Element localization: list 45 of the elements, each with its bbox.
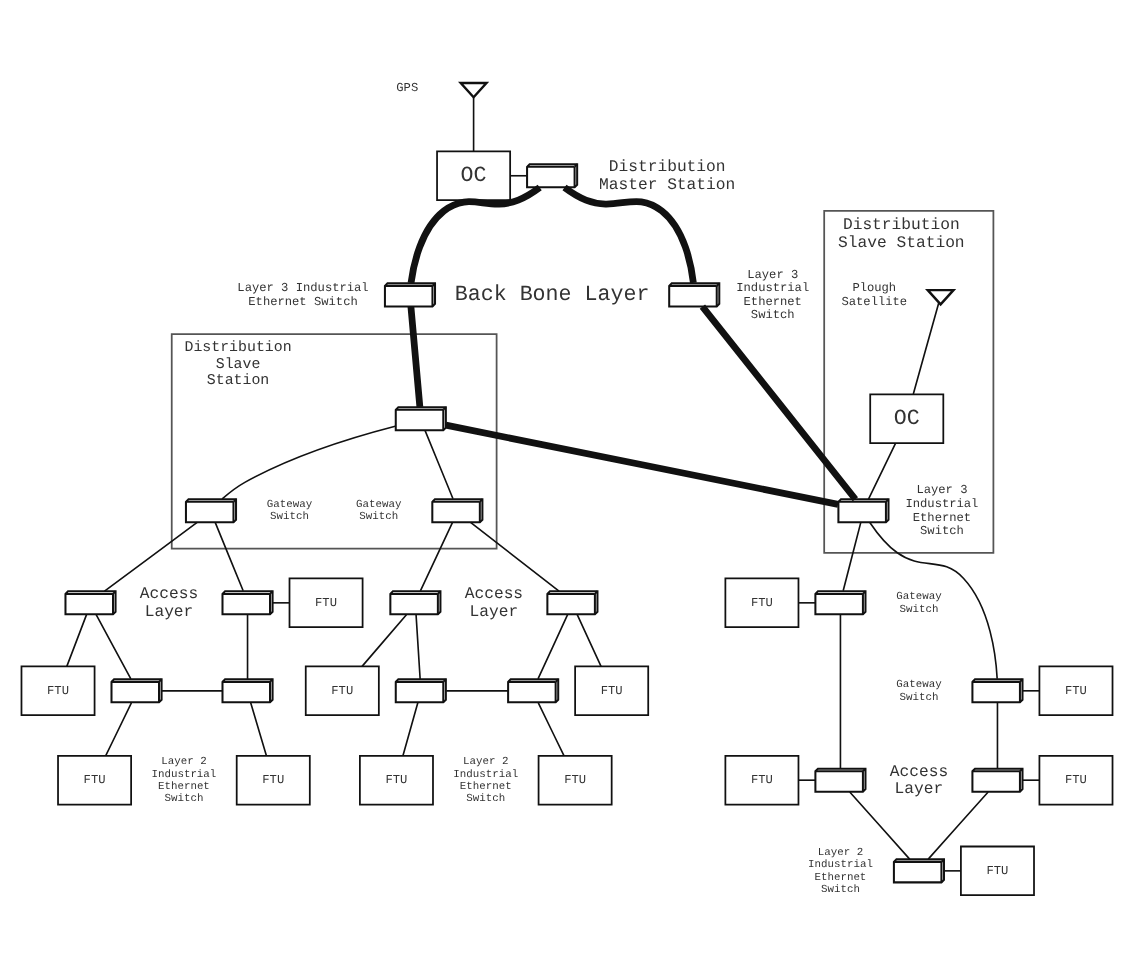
node-box: OC: [869, 393, 945, 444]
connector: [912, 301, 940, 395]
connector: [576, 613, 602, 668]
node-box: OC: [436, 150, 512, 201]
connector: [537, 613, 569, 680]
connector: [66, 613, 88, 668]
connector: [415, 613, 421, 680]
connector: [361, 613, 408, 668]
connector: [927, 791, 989, 860]
connector: [537, 702, 565, 757]
connector: [221, 425, 396, 500]
connector: [445, 421, 839, 508]
connector: [797, 779, 816, 781]
connector: [402, 702, 419, 757]
connector: [104, 702, 133, 757]
connector: [95, 613, 132, 680]
connector: [869, 521, 998, 680]
connector: [842, 521, 862, 592]
connector: [419, 521, 454, 592]
connector: [424, 429, 454, 500]
connector: [407, 306, 424, 408]
connector: [103, 521, 198, 592]
connector: [246, 613, 249, 680]
node-antenna: [458, 81, 490, 100]
connector: [562, 184, 697, 284]
connector: [160, 690, 223, 692]
connector: [848, 791, 911, 860]
node-antenna: [925, 288, 957, 307]
connector: [943, 870, 962, 872]
connector: [699, 304, 858, 502]
connector: [839, 613, 842, 770]
connector: [1021, 690, 1041, 692]
connector: [996, 702, 999, 770]
connector: [445, 690, 509, 692]
connector: [509, 174, 528, 177]
connector: [214, 521, 244, 592]
connector: [271, 602, 291, 604]
connector: [249, 702, 268, 757]
connector: [472, 96, 475, 153]
connector: [797, 602, 816, 604]
label: Back Bone Layer: [454, 284, 650, 309]
connector: [1021, 779, 1041, 781]
connector: [469, 521, 560, 592]
connector: [407, 184, 542, 284]
connector: [867, 442, 897, 500]
